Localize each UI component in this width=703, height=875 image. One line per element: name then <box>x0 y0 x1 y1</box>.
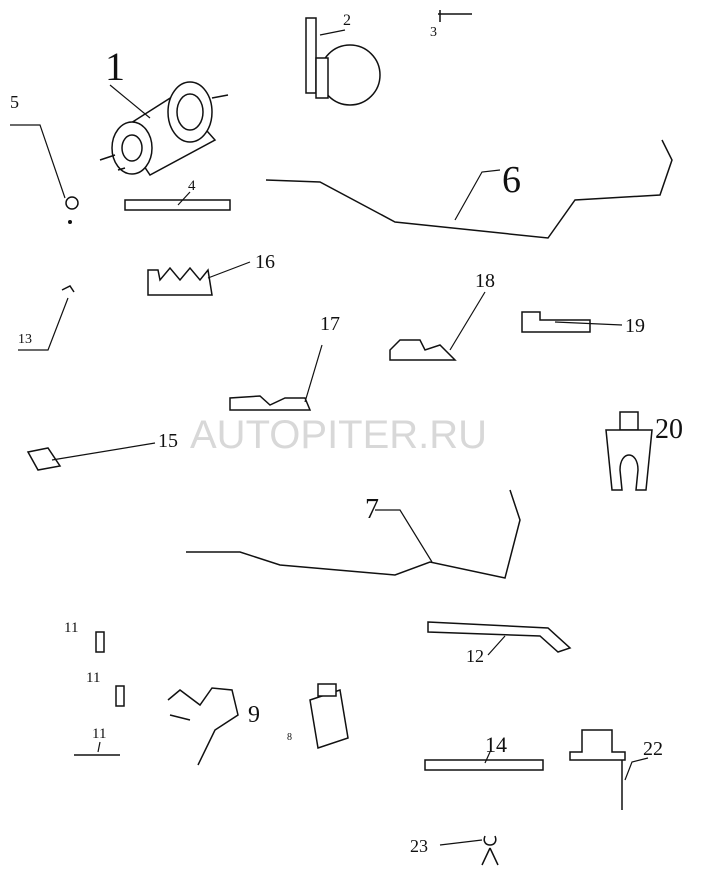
callout-2: 2 <box>343 12 351 29</box>
callout-12: 12 <box>466 646 484 666</box>
callout-14: 14 <box>485 732 507 757</box>
part-15-pipe-holder[interactable] <box>26 447 62 471</box>
part-6-fuel-pipe[interactable] <box>265 139 673 239</box>
part-5-clip[interactable] <box>65 196 79 224</box>
watermark: AUTOPITER.RU <box>190 413 487 457</box>
part-20-bracket[interactable] <box>605 411 653 491</box>
part-11-clip-a[interactable] <box>95 631 105 653</box>
part-7-fuel-pipe[interactable] <box>186 489 521 579</box>
callout-20: 20 <box>655 414 683 445</box>
callout-5: 5 <box>10 92 19 112</box>
callout-15: 15 <box>158 430 178 452</box>
callout-7: 7 <box>365 494 379 525</box>
callout-11b: 11 <box>86 670 100 686</box>
callout-11c: 11 <box>92 726 106 742</box>
callout-22: 22 <box>643 738 663 760</box>
part-14-hose[interactable] <box>424 759 544 771</box>
part-4-hose[interactable] <box>124 199 231 211</box>
callout-18: 18 <box>475 270 495 292</box>
callout-8: 8 <box>287 732 292 743</box>
part-13-clip[interactable] <box>61 285 75 293</box>
part-1-fuel-filter[interactable] <box>99 81 229 176</box>
part-11-clip-b[interactable] <box>115 685 125 707</box>
callout-23: 23 <box>410 836 428 856</box>
part-16-pipe-holder[interactable] <box>147 266 213 296</box>
callout-1: 1 <box>105 44 125 89</box>
callout-9: 9 <box>248 702 260 728</box>
part-3-bolt[interactable] <box>438 10 472 22</box>
part-18-pipe-holder[interactable] <box>389 339 457 361</box>
part-12-hose[interactable] <box>427 621 572 653</box>
part-22-bracket[interactable] <box>569 729 626 810</box>
part-23-clip[interactable] <box>481 835 499 866</box>
part-2-clamp[interactable] <box>305 17 381 106</box>
callout-17: 17 <box>320 313 340 335</box>
part-9-wiring-harness[interactable] <box>167 687 239 766</box>
part-8-sensor[interactable] <box>309 683 349 749</box>
callout-6: 6 <box>502 159 521 201</box>
callout-19: 19 <box>625 315 645 337</box>
callout-13: 13 <box>18 332 32 347</box>
callout-11a: 11 <box>64 620 78 636</box>
callout-4: 4 <box>188 178 196 194</box>
part-17-pipe-holder[interactable] <box>229 395 312 411</box>
callout-3: 3 <box>430 25 437 40</box>
callout-16: 16 <box>255 251 275 273</box>
